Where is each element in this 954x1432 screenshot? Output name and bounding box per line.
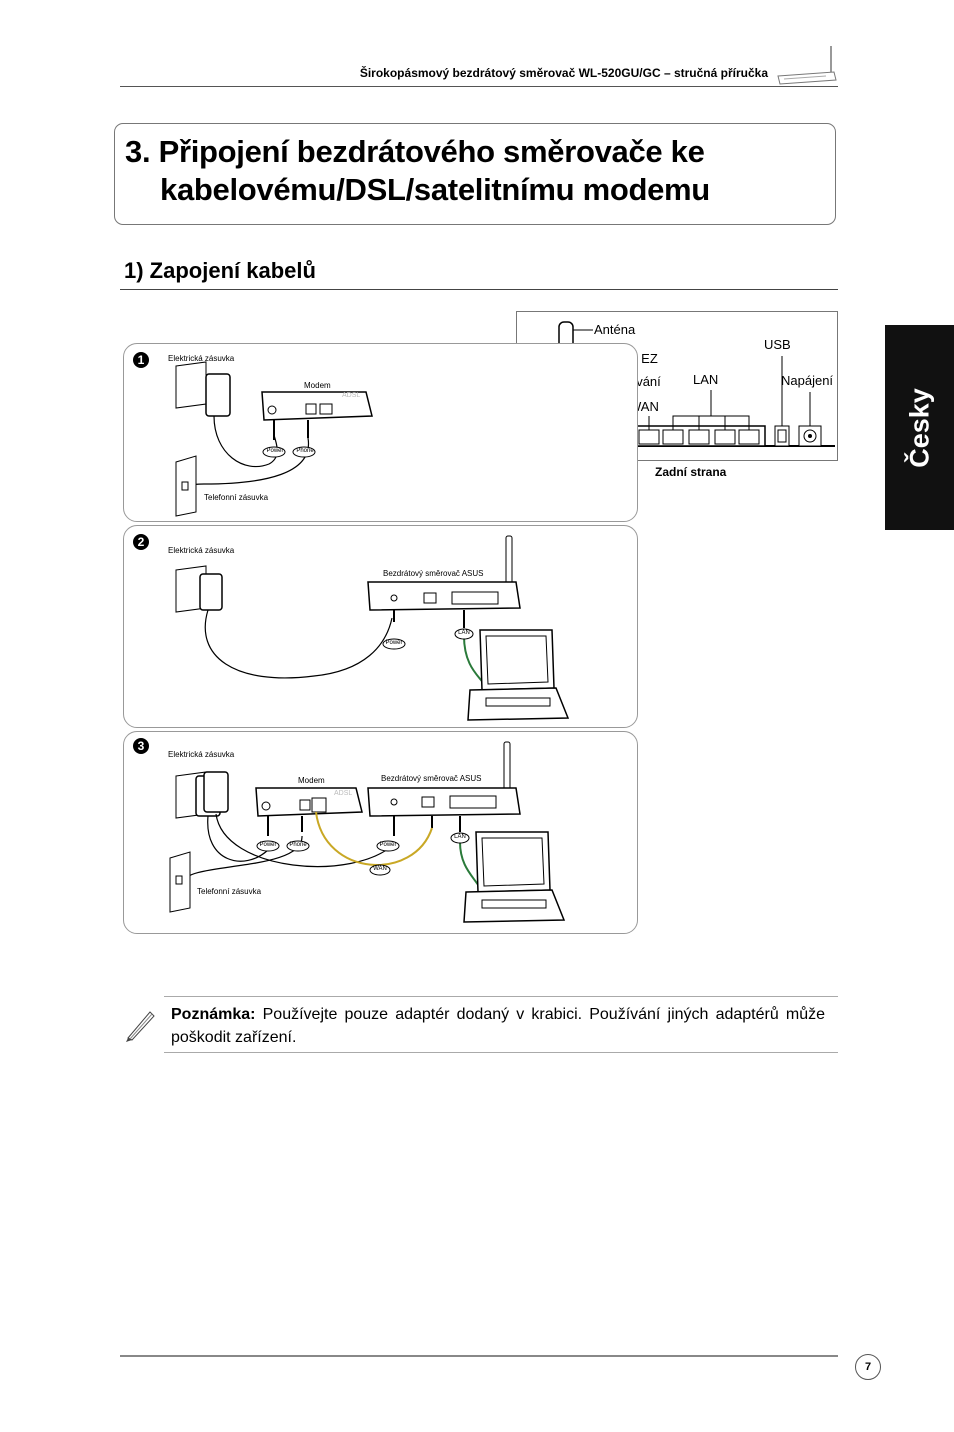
step-2-drawing (175, 535, 570, 721)
page-number: 7 (855, 1354, 881, 1380)
language-tab: Česky (885, 325, 954, 530)
step-1-phone-jack-label: Telefonní zásuvka (204, 493, 269, 502)
label-power: Napájení (781, 373, 834, 388)
pen-icon (126, 1011, 155, 1042)
step-1-panel: 1 Elektrická zásuvka Modem Telefonní zás… (123, 343, 638, 522)
step-3-outlet-label: Elektrická zásuvka (168, 750, 235, 759)
step-1-badge: 1 (133, 352, 149, 368)
label-antenna: Anténa (594, 322, 636, 337)
note-rule-bottom (164, 1052, 838, 1053)
subsection-rule (120, 289, 838, 290)
step-2-outlet-label: Elektrická zásuvka (168, 546, 235, 555)
note: Poznámka: Používejte pouze adaptér dodan… (171, 1003, 825, 1049)
step-2-badge: 2 (133, 534, 149, 550)
router-icon (777, 46, 837, 85)
title-line-2: kabelovému/DSL/satelitnímu modemu (160, 172, 710, 207)
step-3-lan-tag: LAN (454, 834, 466, 840)
step-2-router-label: Bezdrátový směrovač ASUS (383, 569, 484, 578)
step-1-drawing (175, 361, 373, 517)
step-3-router-label: Bezdrátový směrovač ASUS (381, 774, 482, 783)
label-lan: LAN (693, 372, 719, 387)
title-line-1: 3. Připojení bezdrátového směrovače ke (125, 134, 705, 169)
note-rule-top (164, 996, 838, 997)
header-rule (120, 86, 838, 87)
note-text: Používejte pouze adaptér dodaný v krabic… (171, 1006, 825, 1046)
step-3-power-tag: Power (259, 842, 277, 848)
step-1-power-tag: Power (266, 448, 284, 454)
section-title: 3. Připojení bezdrátového směrovače ke k… (125, 133, 710, 209)
footer-rule (120, 1355, 838, 1357)
step-2-lan-tag: LAN (458, 630, 470, 636)
subsection-title: 1) Zapojení kabelů (124, 258, 316, 283)
rear-panel-caption: Zadní strana (655, 465, 727, 479)
step-2-panel: 2 Elektrická zásuvka Bezdrátový směrovač… (123, 525, 638, 728)
running-header: Širokopásmový bezdrátový směrovač WL-520… (359, 66, 768, 80)
step-3-drawing (169, 741, 566, 923)
note-label: Poznámka: (171, 1006, 256, 1023)
step-1-adsl-label: ADSL (342, 392, 361, 399)
step-2-power-tag: Power (385, 640, 403, 646)
step-3-modem-label: Modem (298, 776, 325, 785)
step-3-phone-jack-label: Telefonní zásuvka (197, 887, 262, 896)
step-1-modem-label: Modem (304, 381, 331, 390)
label-usb: USB (764, 337, 791, 352)
step-3-wan-tag: WAN (373, 866, 387, 872)
step-3-badge: 3 (133, 738, 149, 754)
step-3-panel: 3 Elektrická zásuvka Modem Bezdrátový sm… (123, 731, 638, 934)
language-tab-label: Česky (904, 387, 934, 468)
step-1-outlet-label: Elektrická zásuvka (168, 354, 235, 363)
step-3-router-power-tag: Power (379, 842, 397, 848)
title-box (114, 123, 836, 225)
step-3-phone-tag: Phone (289, 842, 307, 848)
step-3-adsl-label: ADSL (334, 790, 353, 797)
step-1-phone-tag: Phone (296, 448, 314, 454)
